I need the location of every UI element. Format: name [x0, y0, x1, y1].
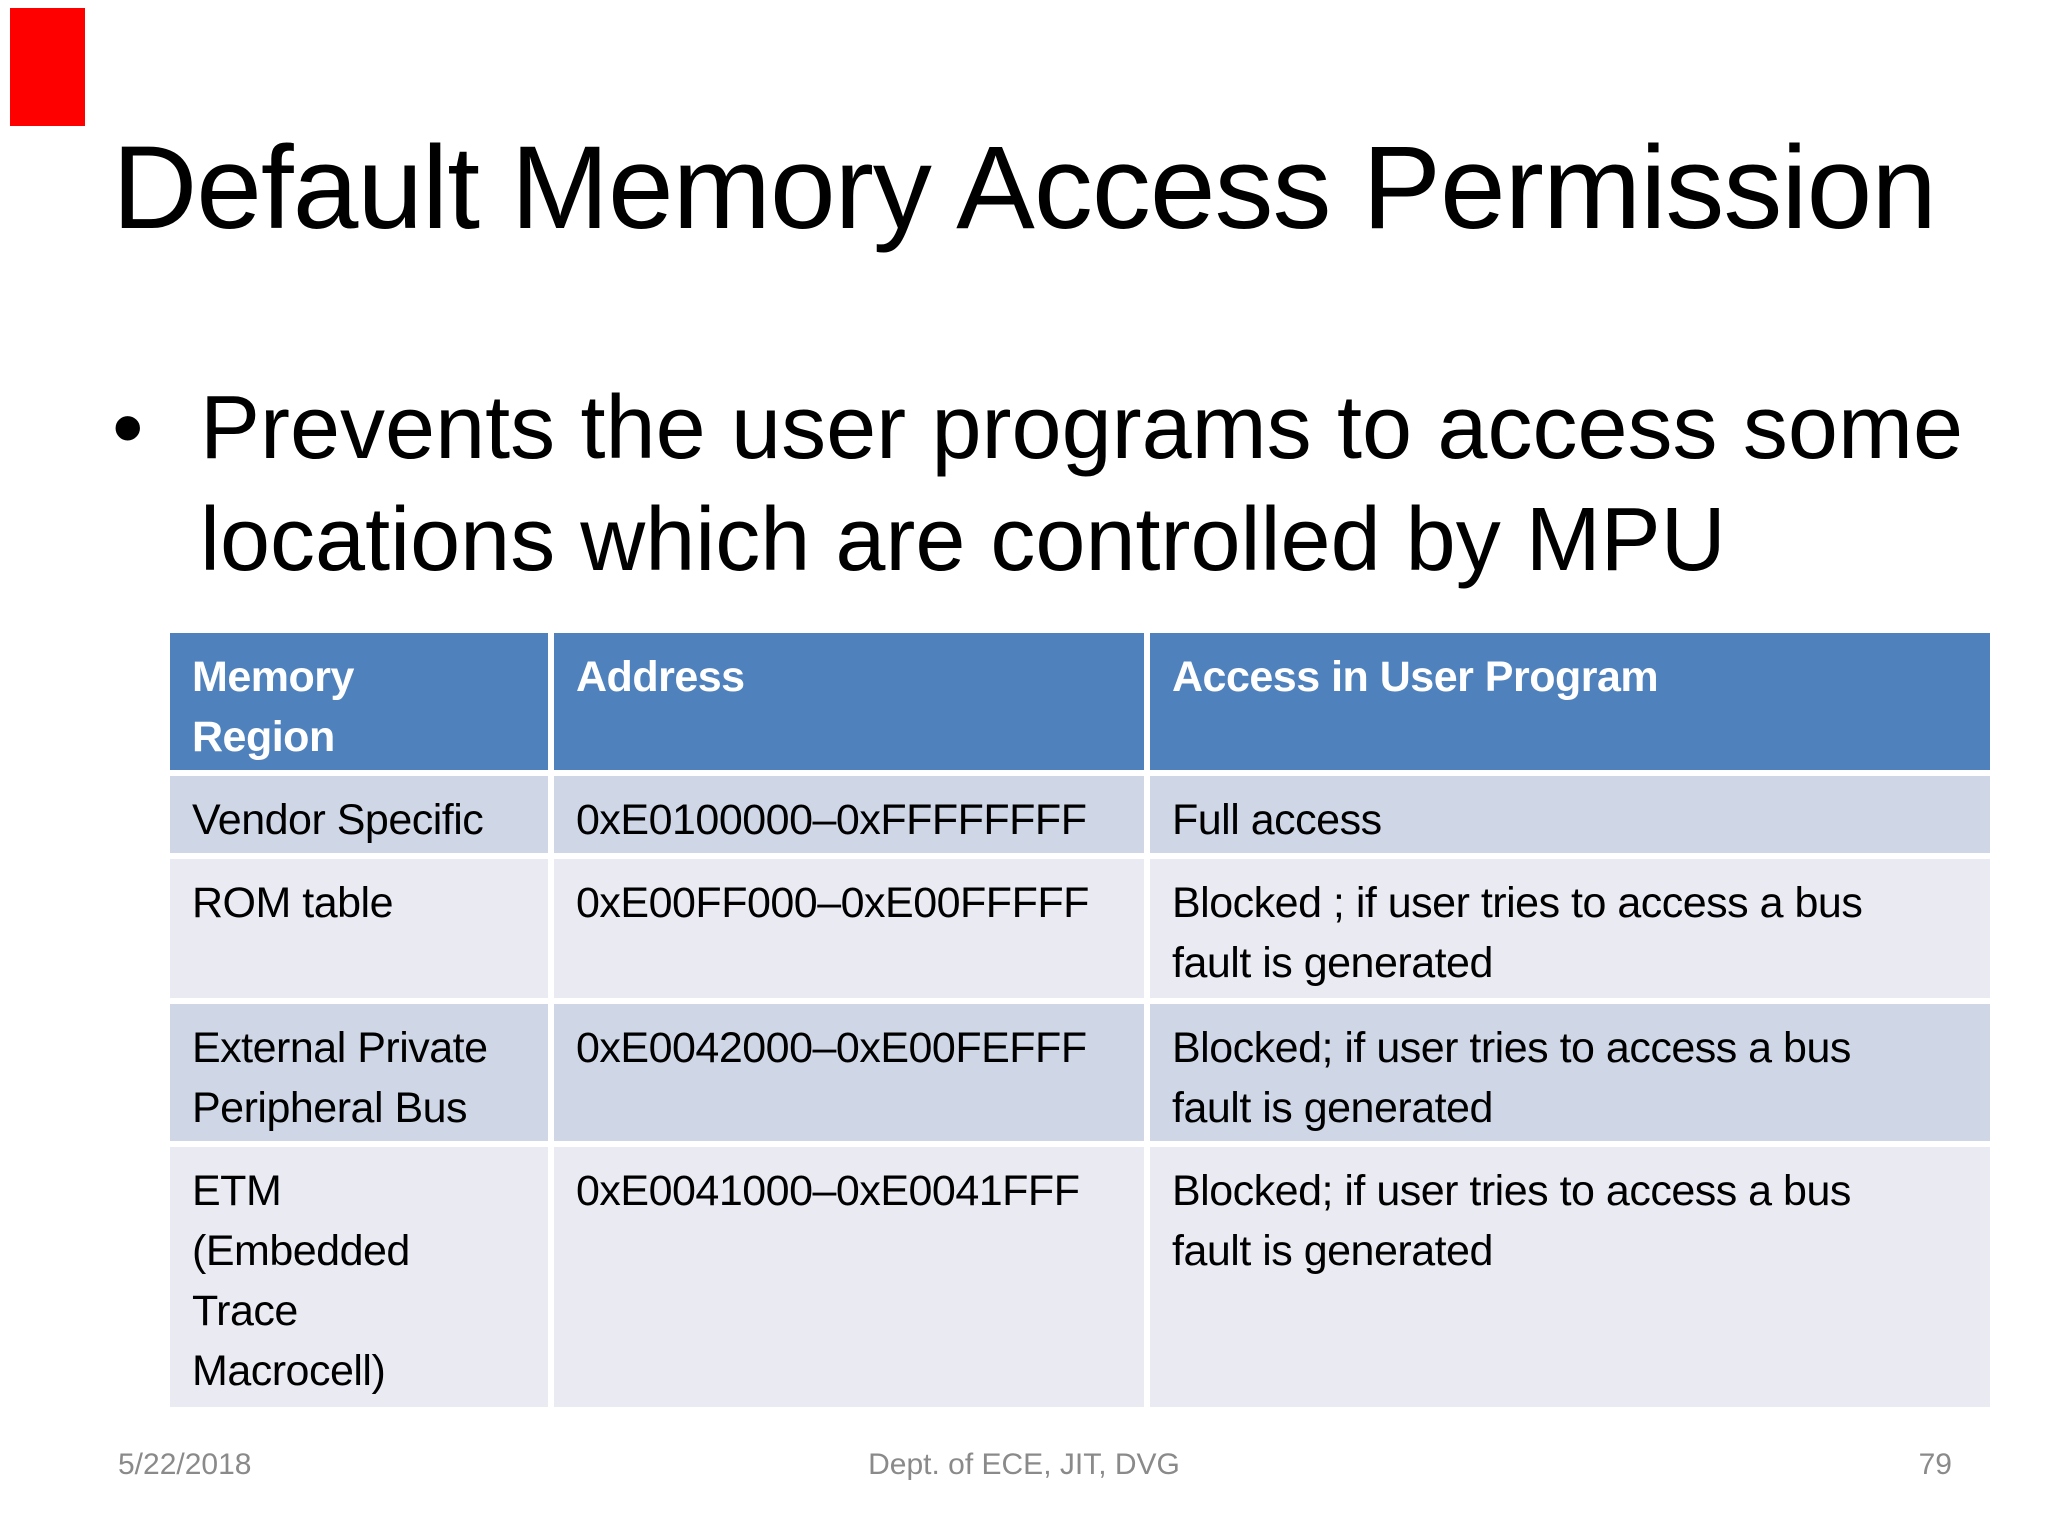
table-cell-access-etm: Blocked; if user tries to access a bus f… — [1150, 1147, 1990, 1407]
footer-department: Dept. of ECE, JIT, DVG — [868, 1448, 1180, 1481]
page-title: Default Memory Access Permission — [112, 122, 1937, 254]
bullet-marker: • — [112, 378, 144, 478]
table-cell-region-rom-table: ROM table — [170, 859, 548, 998]
table-header-address: Address — [554, 633, 1144, 770]
table-cell-access-rom-table: Blocked ; if user tries to access a bus … — [1150, 859, 1990, 998]
footer-page-number: 79 — [1918, 1448, 1952, 1481]
bullet-paragraph: Prevents the user programs to access som… — [200, 372, 1963, 596]
table-cell-address-etm: 0xE0041000–0xE0041FFF — [554, 1147, 1144, 1407]
table-cell-region-vendor-specific: Vendor Specific — [170, 776, 548, 853]
table-header-access: Access in User Program — [1150, 633, 1990, 770]
table-cell-access-external-private-peripheral-bus: Blocked; if user tries to access a bus f… — [1150, 1004, 1990, 1141]
footer-date: 5/22/2018 — [118, 1448, 252, 1481]
memory-permission-table: Memory Region Address Access in User Pro… — [170, 633, 1990, 1407]
table-cell-region-etm: ETM (Embedded Trace Macrocell) — [170, 1147, 548, 1407]
table-cell-address-vendor-specific: 0xE0100000–0xFFFFFFFF — [554, 776, 1144, 853]
table-cell-access-vendor-specific: Full access — [1150, 776, 1990, 853]
bullet-line-1: Prevents the user programs to access som… — [200, 378, 1963, 478]
table-header-memory-region: Memory Region — [170, 633, 548, 770]
table-cell-address-rom-table: 0xE00FF000–0xE00FFFFF — [554, 859, 1144, 998]
table-cell-address-external-private-peripheral-bus: 0xE0042000–0xE00FEFFF — [554, 1004, 1144, 1141]
slide-footer: 5/22/2018 Dept. of ECE, JIT, DVG 79 — [0, 1448, 2048, 1488]
table-cell-region-external-private-peripheral-bus: External Private Peripheral Bus — [170, 1004, 548, 1141]
bullet-line-2: locations which are controlled by MPU — [200, 490, 1726, 590]
red-accent-bar — [10, 8, 85, 126]
